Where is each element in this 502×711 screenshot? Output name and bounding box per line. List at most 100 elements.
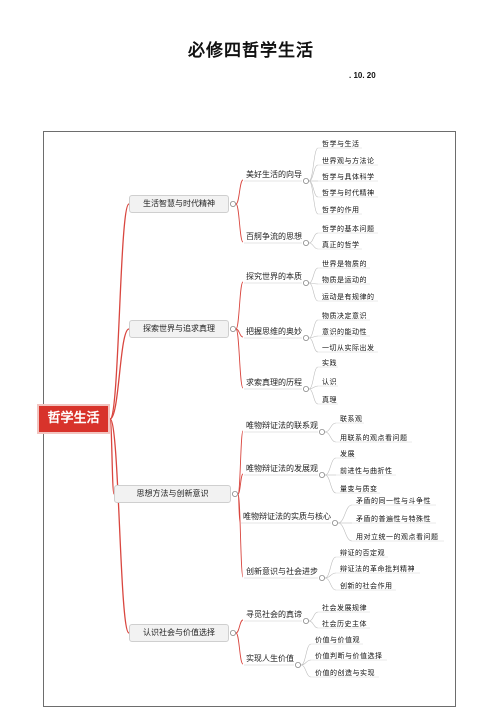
collapse-handle[interactable] <box>318 428 325 435</box>
topic-item: 真正的哲学 <box>322 241 360 249</box>
collapse-handle[interactable] <box>302 177 309 184</box>
connector <box>308 164 319 182</box>
topic-item: 价值与价值观 <box>315 636 360 644</box>
date-label: . 10. 20 <box>349 71 376 80</box>
collapse-handle[interactable] <box>231 490 238 497</box>
collapse-handle[interactable] <box>318 471 325 478</box>
connector <box>308 267 319 284</box>
topic-item: 意识的能动性 <box>322 328 367 336</box>
topic-item: 实践 <box>322 359 337 367</box>
collapse-handle[interactable] <box>302 385 309 392</box>
collapse-handle[interactable] <box>294 662 301 669</box>
connector <box>308 620 319 629</box>
lesson-node: 寻觅社会的真谛 <box>246 610 302 619</box>
root-node: 哲学生活 <box>37 404 110 434</box>
topic-item: 创新的社会作用 <box>340 582 393 590</box>
connector <box>337 504 353 524</box>
topic-item: 用联系的观点看问题 <box>340 434 408 442</box>
unit-node: 探索世界与追求真理 <box>129 320 229 338</box>
lesson-node: 唯物辩证法的联系观 <box>246 421 318 430</box>
connector <box>109 328 130 420</box>
connector <box>308 319 319 339</box>
connector <box>235 632 244 665</box>
collapse-handle[interactable] <box>302 239 309 246</box>
connector <box>324 556 337 579</box>
connector <box>235 179 244 205</box>
connector <box>308 232 319 244</box>
collapse-handle[interactable] <box>302 334 309 341</box>
connector <box>308 611 319 622</box>
lesson-node: 把握思维的奥妙 <box>246 327 302 336</box>
topic-item: 一切从实际出发 <box>322 344 375 352</box>
connector <box>324 431 337 443</box>
connector <box>308 388 319 405</box>
topic-item: 矛盾的同一性与斗争性 <box>356 497 431 505</box>
connector <box>109 203 130 420</box>
topic-item: 哲学与具体科学 <box>322 173 375 181</box>
topic-item: 运动是有规律的 <box>322 293 375 301</box>
topic-item: 辩证的否定观 <box>340 549 385 557</box>
topic-item: 社会发展规律 <box>322 604 367 612</box>
page-title: 必修四哲学生活 <box>188 41 314 61</box>
lesson-node: 唯物辩证法的发展观 <box>246 464 318 473</box>
lesson-node: 求索真理的历程 <box>246 378 302 387</box>
topic-item: 世界是物质的 <box>322 260 367 268</box>
collapse-handle[interactable] <box>229 325 236 332</box>
topic-item: 物质决定意识 <box>322 312 367 320</box>
unit-node: 认识社会与价值选择 <box>129 624 229 642</box>
connector <box>300 643 312 666</box>
lesson-node: 美好生活的向导 <box>246 170 302 179</box>
connector <box>308 337 319 353</box>
collapse-handle[interactable] <box>302 279 309 286</box>
topic-item: 哲学与生活 <box>322 140 360 148</box>
unit-node: 生活智慧与时代精神 <box>129 195 229 213</box>
lesson-node: 创新意识与社会进步 <box>246 567 318 576</box>
topic-item: 认识 <box>322 378 337 386</box>
collapse-handle[interactable] <box>331 520 338 527</box>
connector <box>235 619 244 634</box>
topic-item: 联系观 <box>340 415 363 423</box>
topic-item: 哲学的作用 <box>322 206 360 214</box>
connector <box>109 418 130 634</box>
connector <box>300 659 312 666</box>
connector <box>109 418 115 495</box>
topic-item: 哲学与时代精神 <box>322 189 375 197</box>
connector <box>324 474 337 494</box>
connector <box>308 385 319 390</box>
connector <box>324 572 337 579</box>
collapse-handle[interactable] <box>318 575 325 582</box>
topic-item: 物质是运动的 <box>322 276 367 284</box>
topic-item: 哲学的基本问题 <box>322 225 375 233</box>
connector <box>308 282 319 302</box>
topic-item: 价值的创造与实现 <box>315 669 375 677</box>
topic-item: 辩证法的革命批判精神 <box>340 565 415 573</box>
connector <box>235 328 244 338</box>
lesson-node: 百舸争流的思想 <box>246 232 302 241</box>
connector <box>308 147 319 182</box>
collapse-handle[interactable] <box>229 630 236 637</box>
topic-item: 社会历史主体 <box>322 620 367 628</box>
lesson-node: 实现人生价值 <box>246 654 294 663</box>
topic-item: 矛盾的普遍性与特殊性 <box>356 515 431 523</box>
connector <box>324 457 337 476</box>
topic-item: 量变与质变 <box>340 485 378 493</box>
connector <box>237 493 244 578</box>
topic-item: 前进性与曲折性 <box>340 467 393 475</box>
connector <box>308 242 319 250</box>
connector <box>308 180 319 215</box>
connector <box>337 522 353 542</box>
collapse-handle[interactable] <box>229 200 236 207</box>
unit-node: 思想方法与创新意识 <box>114 485 231 503</box>
collapse-handle[interactable] <box>302 618 309 625</box>
connector <box>237 430 244 495</box>
connector <box>308 335 319 339</box>
connector <box>235 328 244 389</box>
connector <box>237 473 244 495</box>
lesson-node: 探究世界的本质 <box>246 272 302 281</box>
connector <box>300 664 312 678</box>
lesson-node: 唯物辩证法的实质与核心 <box>243 512 331 521</box>
topic-item: 世界观与方法论 <box>322 157 375 165</box>
topic-item: 价值判断与价值选择 <box>315 652 383 660</box>
connector <box>308 366 319 390</box>
